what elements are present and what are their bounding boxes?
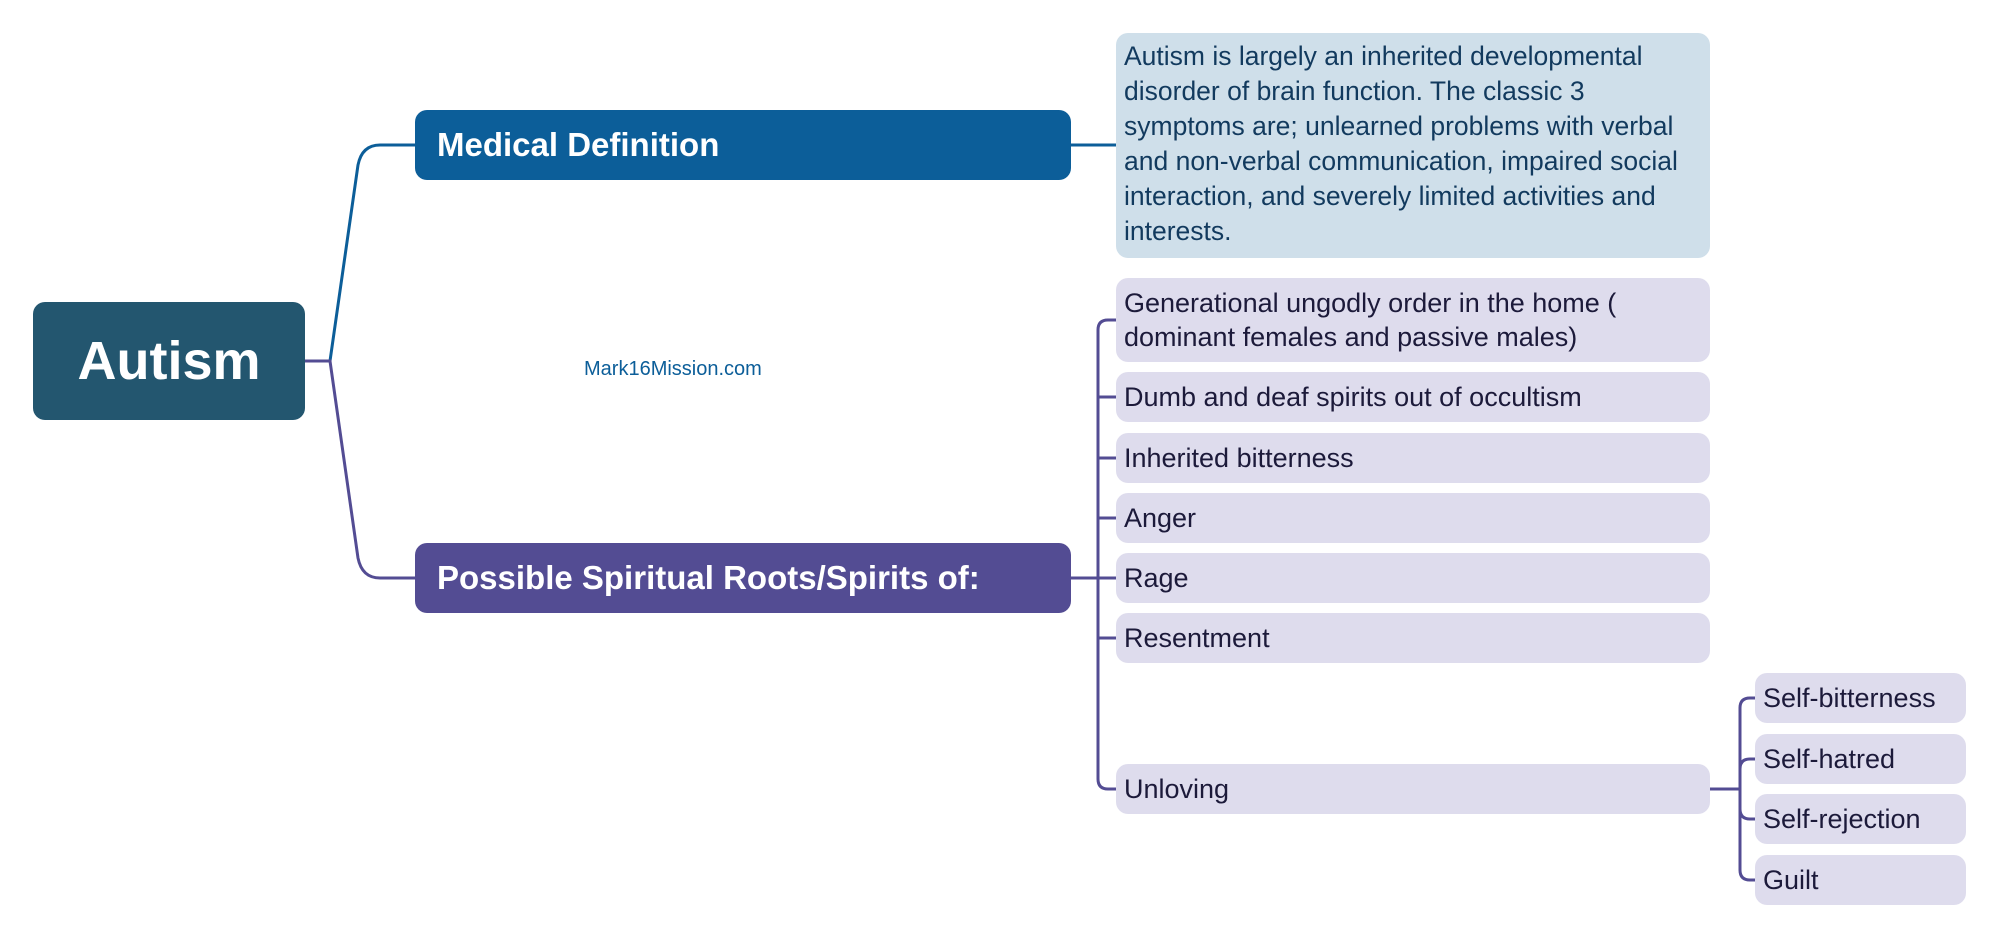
sub-item-self-rejection[interactable]: Self-rejection (1755, 794, 1966, 844)
spiritual-roots-node[interactable]: Possible Spiritual Roots/Spirits of: (415, 543, 1071, 613)
root-item-anger[interactable]: Anger (1116, 493, 1710, 543)
watermark: Mark16Mission.com (584, 358, 762, 380)
medical-definition-label: Medical Definition (437, 126, 720, 163)
root-item-generational[interactable]: Generational ungodly order in the home (… (1116, 278, 1710, 362)
connector-root-spiritual (305, 359, 415, 580)
sub-item-self-hatred[interactable]: Self-hatred (1755, 734, 1966, 784)
item-label: Unloving (1124, 774, 1230, 804)
root-item-inherited-bitterness[interactable]: Inherited bitterness (1116, 433, 1710, 483)
root-label: Autism (77, 331, 261, 391)
item-label: Inherited bitterness (1124, 443, 1354, 473)
connector-root-medical (305, 143, 415, 363)
root-node[interactable]: Autism (33, 302, 305, 420)
item-label: Dumb and deaf spirits out of occultism (1124, 382, 1582, 412)
spiritual-roots-label: Possible Spiritual Roots/Spirits of: (437, 559, 980, 596)
medical-definition-node[interactable]: Medical Definition (415, 110, 1071, 180)
sub-item-self-bitterness[interactable]: Self-bitterness (1755, 673, 1966, 723)
item-label: Resentment (1124, 623, 1270, 653)
item-label: Rage (1124, 563, 1189, 593)
connector-unloving-children (1710, 696, 1755, 882)
sub-item-label: Self-rejection (1763, 803, 1921, 834)
root-item-unloving[interactable]: Unloving (1116, 764, 1710, 814)
sub-item-label: Self-hatred (1763, 743, 1896, 774)
definition-text: Autism is largely an inherited developme… (1124, 41, 1678, 246)
sub-item-guilt[interactable]: Guilt (1755, 855, 1966, 905)
root-item-resentment[interactable]: Resentment (1116, 613, 1710, 663)
root-item-dumb-deaf[interactable]: Dumb and deaf spirits out of occultism (1116, 372, 1710, 422)
definition-node[interactable]: Autism is largely an inherited developme… (1116, 33, 1710, 258)
item-label: Generational ungodly order in the home (… (1124, 288, 1617, 352)
connector-spiritual-items (1071, 318, 1116, 791)
sub-item-label: Self-bitterness (1763, 682, 1936, 713)
item-label: Anger (1124, 503, 1197, 533)
root-item-rage[interactable]: Rage (1116, 553, 1710, 603)
sub-item-label: Guilt (1763, 864, 1819, 895)
